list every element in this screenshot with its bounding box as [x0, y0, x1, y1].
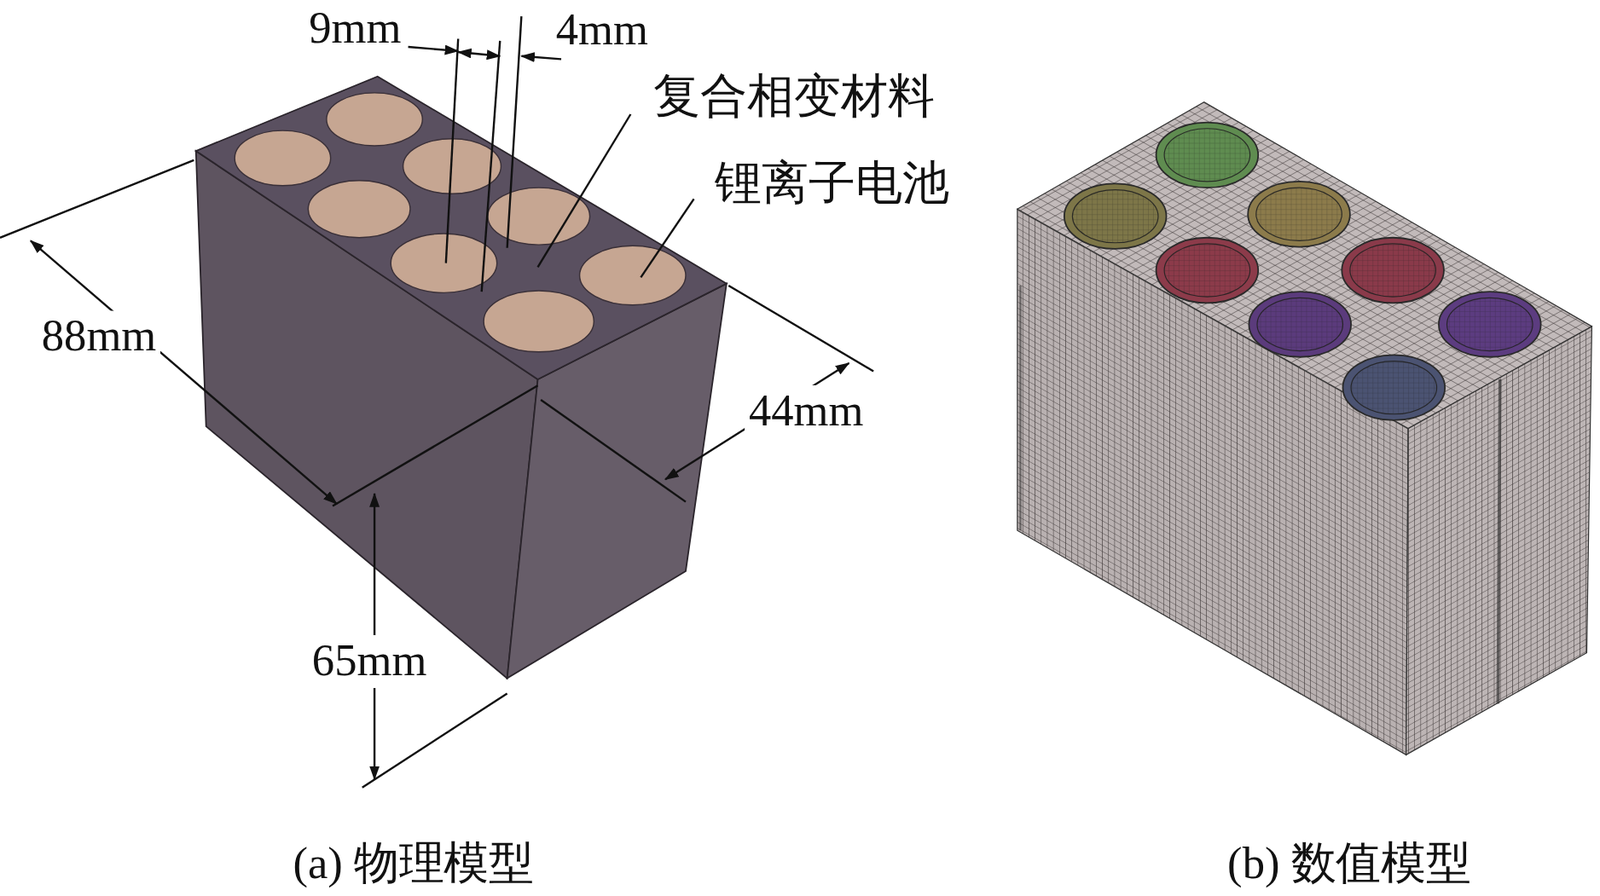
dimension-label: 88mm [37, 311, 161, 364]
part-label: 复合相变材料 [653, 69, 935, 124]
subfigure-caption: (b) 数值模型 [1227, 838, 1471, 891]
part-label: 锂离子电池 [714, 156, 950, 211]
dimension-label: 9mm [308, 2, 401, 55]
physical-model [0, 16, 874, 789]
dimension-label: 65mm [307, 635, 431, 688]
dimension-label: 44mm [744, 385, 868, 438]
numerical-model [1017, 102, 1593, 756]
subfigure-caption: (a) 物理模型 [292, 838, 534, 891]
dimension-label: 4mm [556, 5, 649, 58]
